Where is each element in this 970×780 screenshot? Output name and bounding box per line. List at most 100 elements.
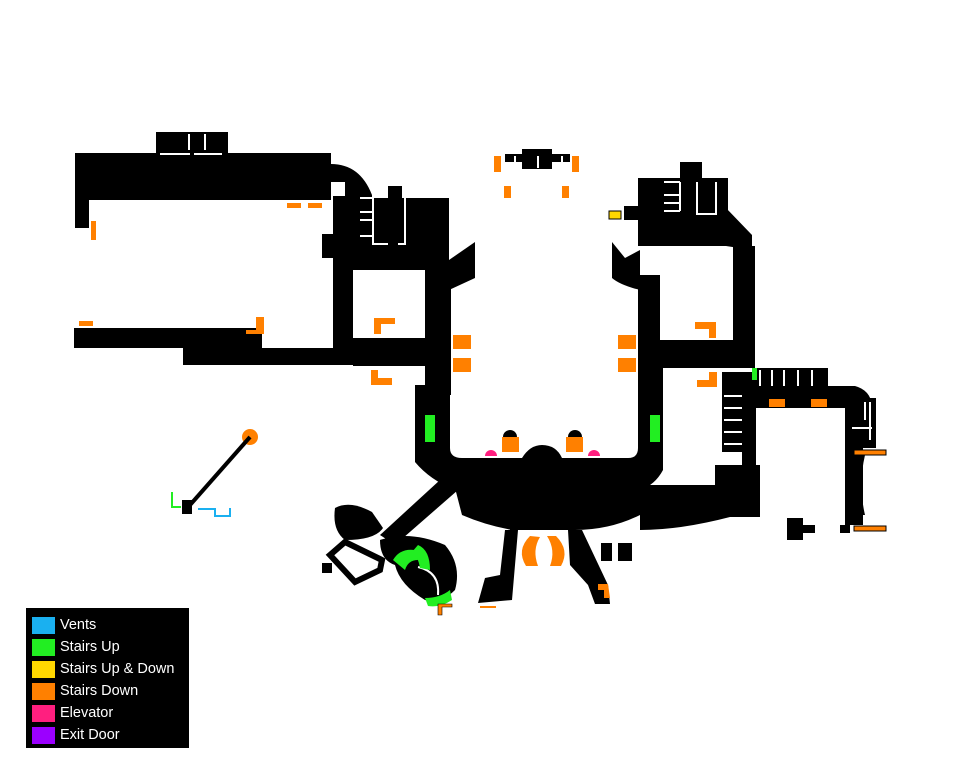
stairs-up-left (425, 415, 435, 442)
stub-center-right-1 (601, 543, 612, 561)
central-left-column (425, 285, 451, 395)
stub-bottom-left (322, 563, 332, 573)
stairs-up-arc-3 (425, 590, 452, 607)
wall-top-left-rooms (160, 134, 222, 155)
stairs-up-arc-2 (412, 545, 430, 570)
block-far-right-bottom (787, 518, 803, 540)
stairs-down-5 (246, 317, 264, 334)
corridor-top-left (75, 153, 331, 200)
building-right-diagonal (726, 208, 752, 250)
stairs-up-arc-1 (393, 549, 418, 570)
stairs-down-1 (287, 203, 301, 208)
corridor-right-mid (655, 340, 755, 368)
block-far-right-curve (851, 455, 865, 515)
leg-left (478, 530, 518, 603)
block-far-right-bottom2 (803, 525, 815, 533)
elevator-swatch-icon (32, 704, 55, 722)
stairs-down-20 (769, 399, 785, 407)
stairs-down-8 (453, 335, 471, 349)
elevator-group (485, 430, 600, 456)
stairs-down-arc-left (521, 536, 540, 566)
wall-far-right-side (852, 402, 872, 440)
dome-right (568, 430, 582, 437)
vents-swatch-icon (32, 616, 55, 634)
wall-top-center (514, 156, 563, 168)
stub-left-mid (322, 234, 334, 258)
block-far-right-bottom3 (840, 525, 850, 533)
stairs-down-17 (697, 372, 717, 387)
stairs-down-arc-right (547, 536, 565, 566)
floor-areas (74, 132, 876, 604)
legend-label: Stairs Down (60, 683, 139, 699)
wedge-right (612, 242, 640, 290)
column-far-right-inner (742, 386, 756, 516)
central-lower-left-wing (455, 488, 512, 530)
building-right-stub (624, 206, 638, 220)
stairs-down-18 (502, 437, 519, 452)
room-top-left-block (156, 132, 228, 156)
area-bottom-left-blob (334, 504, 383, 540)
legend-item-vents: Vents (32, 614, 189, 636)
legend-label: Exit Door (60, 727, 120, 743)
stairs-down-23 (853, 525, 887, 532)
stairs-down-16 (695, 322, 716, 338)
exit-door-swatch-icon (32, 726, 55, 744)
legend-label: Stairs Up (60, 639, 120, 655)
wall-right-upper-rooms (664, 181, 717, 215)
column-right-outer (733, 246, 755, 366)
stairs-down-3 (91, 221, 96, 240)
elevator-left (485, 450, 497, 456)
stairs-down-9 (453, 358, 471, 372)
central-lower-right-wing (575, 488, 640, 530)
central-right-column (638, 275, 660, 395)
block-far-right-side (851, 398, 876, 448)
stairs-down-19 (566, 437, 583, 452)
diagonal-left-connector (380, 480, 458, 545)
pole-line (188, 435, 252, 507)
dome-left (503, 430, 517, 437)
corridor-bottom-left-loop (325, 538, 386, 586)
stairs-down-6 (374, 318, 395, 334)
column-left-vertical (333, 196, 353, 361)
stairs-up-down (608, 210, 622, 220)
map-legend: Vents Stairs Up Stairs Up & Down Stairs … (26, 608, 189, 748)
room-left-mid-bottom (353, 338, 428, 366)
stairs-down-24 (598, 584, 610, 598)
pole-base (182, 500, 192, 514)
stairs-up-small-left (171, 492, 181, 508)
stairs-up-far-right (752, 368, 757, 380)
legend-item-stairs-up: Stairs Up (32, 636, 189, 658)
legend-item-elevator: Elevator (32, 702, 189, 724)
building-right-upper-top (680, 162, 702, 180)
building-left-upper (350, 198, 449, 270)
central-u-hall (415, 340, 663, 490)
stairs-up-group (171, 368, 757, 607)
stairs-down-7 (371, 370, 392, 385)
legend-item-stairs-down: Stairs Down (32, 680, 189, 702)
central-lower-block (510, 485, 575, 530)
corridor-bottom-left (74, 328, 262, 348)
stairs-down-2 (308, 203, 322, 208)
curved-connector-left (331, 164, 372, 200)
wall-left-upper-rooms (360, 196, 406, 245)
stairs-down-25 (437, 603, 453, 616)
legend-label: Stairs Up & Down (60, 661, 175, 677)
stub-center-right-2 (618, 543, 632, 561)
elevator-right (588, 450, 600, 456)
stairs-down-4 (79, 321, 93, 326)
leg-right (568, 530, 610, 604)
wedge-left (449, 242, 475, 290)
corridor-top-left-stub (75, 198, 89, 228)
stairs-down-11 (618, 358, 636, 372)
stairs-down-group (79, 156, 887, 616)
stairs-down-13 (572, 156, 579, 172)
stairs-down-12 (494, 156, 501, 172)
stairs-up-swatch-icon (32, 638, 55, 656)
stairs-down-10 (618, 335, 636, 349)
stairs-up-right (650, 415, 660, 442)
wall-far-right-rooms (724, 370, 813, 445)
stairs-down-26 (480, 606, 496, 608)
building-right-upper (638, 178, 728, 246)
stairs-down-14 (504, 186, 511, 198)
